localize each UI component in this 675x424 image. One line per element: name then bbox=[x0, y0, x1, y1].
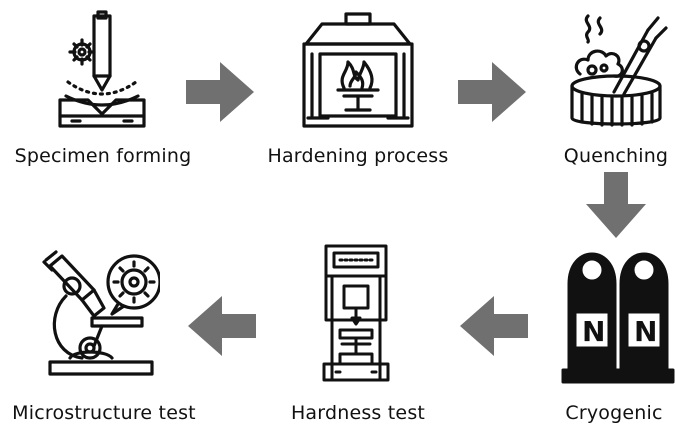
furnace-icon bbox=[302, 12, 414, 128]
step-label-hardness-test: Hardness test bbox=[290, 402, 426, 424]
svg-text:N: N bbox=[582, 315, 605, 348]
nitrogen-tanks-icon: N N bbox=[561, 252, 675, 384]
quench-bath-icon bbox=[570, 14, 668, 127]
press-forming-icon bbox=[58, 10, 146, 128]
step-label-cryogenic: Cryogenic bbox=[565, 402, 663, 424]
right-arrow-icon bbox=[186, 62, 254, 122]
step-label-hardening-process: Hardening process bbox=[267, 145, 449, 167]
step-label-quenching: Quenching bbox=[563, 145, 669, 167]
left-arrow-icon bbox=[460, 296, 528, 356]
down-arrow-icon bbox=[586, 172, 646, 238]
microscope-icon bbox=[42, 250, 160, 376]
right-arrow-icon bbox=[458, 62, 526, 122]
step-label-specimen-forming: Specimen forming bbox=[14, 145, 192, 167]
svg-text:N: N bbox=[634, 315, 657, 348]
left-arrow-icon bbox=[188, 296, 256, 356]
step-label-microstructure-test: Microstructure test bbox=[12, 402, 196, 424]
hardness-tester-icon bbox=[322, 244, 390, 382]
